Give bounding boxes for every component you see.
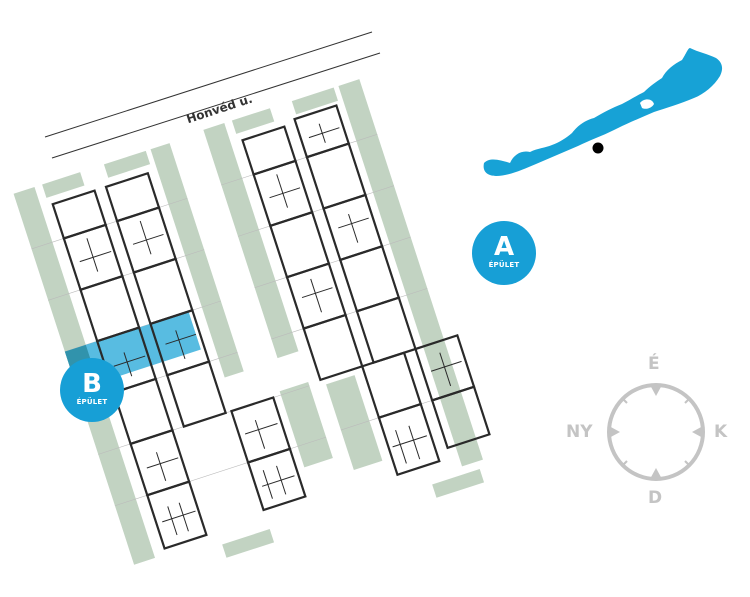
location-marker <box>592 142 604 154</box>
green-strip <box>103 150 151 178</box>
building-a-badge[interactable]: A ÉPÜLET <box>472 221 536 285</box>
green-strip <box>42 172 85 198</box>
location-map <box>483 48 723 176</box>
building-a-label: ÉPÜLET <box>488 261 520 269</box>
building-b-letter: B <box>82 369 102 399</box>
floorplan-interior-west <box>269 174 427 464</box>
green-strip <box>279 381 333 468</box>
green-strip <box>338 79 483 467</box>
compass-south-label: D <box>648 488 663 508</box>
floorplan-interior-west <box>79 238 196 536</box>
lake-balaton-shape <box>483 48 723 176</box>
green-strip <box>222 529 275 558</box>
compass-east-label: K <box>714 422 728 442</box>
building-a[interactable] <box>203 75 503 531</box>
green-strip <box>150 143 244 378</box>
building-b[interactable] <box>13 125 352 585</box>
compass-arrows <box>609 385 703 479</box>
building-a-letter: A <box>493 232 515 262</box>
compass-ticks <box>622 398 690 466</box>
compass <box>607 383 705 481</box>
street-edge-line <box>44 31 373 138</box>
compass-north-label: É <box>648 354 660 374</box>
green-strip <box>326 375 383 470</box>
peninsula-notch <box>640 99 654 109</box>
building-b-label: ÉPÜLET <box>76 398 108 406</box>
green-strip <box>231 108 275 134</box>
floorplan-interior-east <box>308 123 462 387</box>
street-edge-line <box>51 52 381 159</box>
floorplan-interior-east <box>132 220 295 499</box>
green-strip <box>203 123 299 359</box>
compass-west-label: NY <box>566 422 593 442</box>
floorplan-walls-east <box>104 171 307 512</box>
green-strip <box>291 87 338 115</box>
building-b-badge[interactable]: B ÉPÜLET <box>60 358 124 422</box>
floorplan-walls-east <box>293 104 491 450</box>
green-strip <box>432 469 485 498</box>
